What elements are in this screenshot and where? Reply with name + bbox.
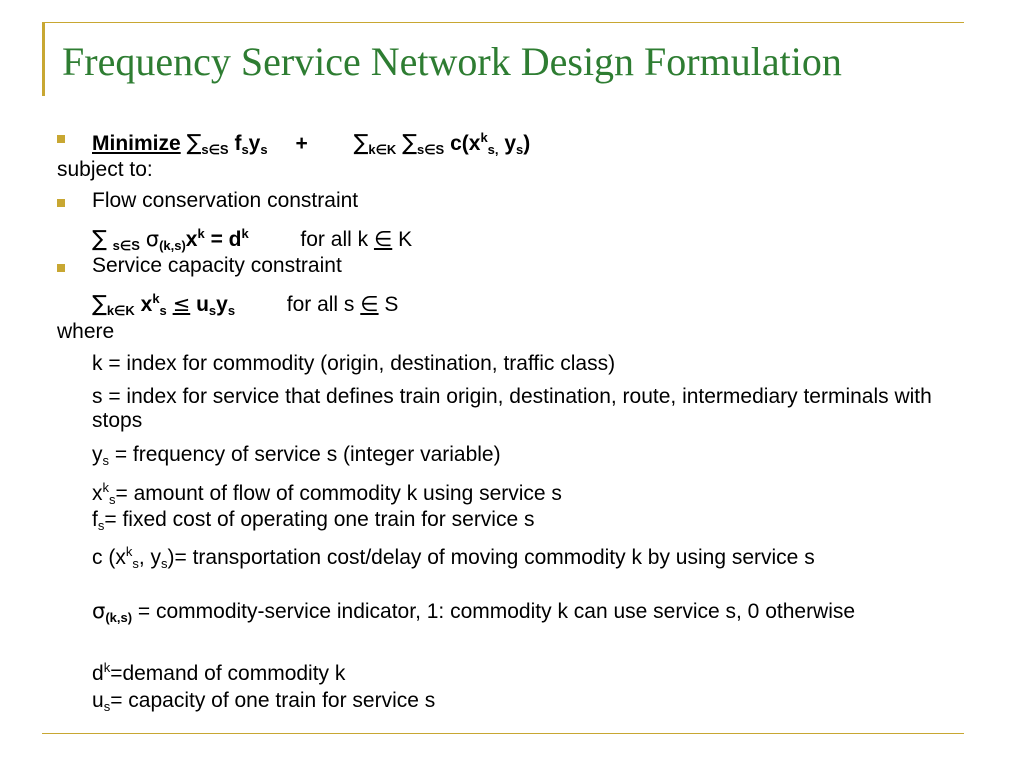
def-k: k = index for commodity (origin, destina… — [92, 352, 616, 375]
frame-top-line — [42, 22, 964, 23]
def-sigma: σ(k,s) = commodity-service indicator, 1:… — [92, 599, 856, 625]
bullet-objective — [57, 135, 65, 143]
subject-to-label: subject to: — [57, 158, 153, 181]
def-x: xks= amount of flow of commodity k using… — [92, 480, 562, 507]
def-f: fs= fixed cost of operating one train fo… — [92, 508, 535, 533]
sigma-symbol: σ — [145, 227, 160, 251]
bullet-flow — [57, 199, 65, 207]
sum-symbol: ∑ — [92, 292, 107, 317]
slide-title: Frequency Service Network Design Formula… — [62, 39, 842, 84]
element-of-symbol: ∈ — [360, 292, 379, 316]
sum-symbol: ∑ — [186, 131, 202, 156]
sum-symbol: ∑ — [353, 131, 369, 156]
def-y: ys = frequency of service s (integer var… — [92, 443, 501, 468]
bullet-capacity — [57, 264, 65, 272]
element-of-symbol: ∈ — [373, 227, 393, 251]
plus-sign: + — [295, 132, 308, 155]
frame-left-line — [42, 22, 45, 96]
minimize-label: Minimize — [92, 132, 181, 155]
sigma-symbol: σ — [92, 599, 106, 623]
def-u: us= capacity of one train for service s — [92, 689, 436, 714]
frame-bottom-line — [42, 733, 964, 734]
def-c: c (xks, ys)= transportation cost/delay o… — [92, 544, 815, 571]
def-s: s = index for service that defines train… — [92, 385, 932, 432]
le-symbol: ≤ — [172, 292, 191, 316]
objective-line: Minimize ∑s∈S fsys + ∑k∈K ∑s∈S c(xks, ys… — [92, 130, 531, 157]
def-d: dk=demand of commodity k — [92, 660, 346, 685]
where-label: where — [57, 320, 115, 343]
sum-symbol: ∑ — [92, 227, 107, 252]
flow-heading: Flow conservation constraint — [92, 189, 359, 212]
flow-equation: ∑ s∈S σ(k,s)xk = dk for all k ∈ K — [92, 226, 413, 253]
capacity-equation: ∑k∈K xks ≤ usys for all s ∈ S — [92, 291, 399, 318]
sum-symbol: ∑ — [402, 131, 417, 156]
capacity-heading: Service capacity constraint — [92, 254, 342, 277]
